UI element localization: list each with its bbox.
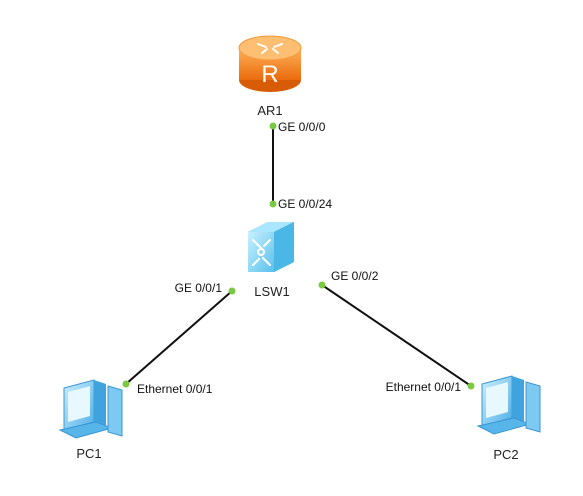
device-label-pc1: PC1 xyxy=(76,446,101,461)
port-label-lsw1-ge002: GE 0/0/2 xyxy=(331,269,379,283)
port-dot-lsw1-ge002[interactable] xyxy=(318,281,326,289)
port-dot-lsw1-ge0024[interactable] xyxy=(269,200,277,208)
port-label-pc1-eth: Ethernet 0/0/1 xyxy=(137,382,213,396)
pc-icon[interactable] xyxy=(476,375,541,435)
link-lsw1-pc1[interactable] xyxy=(125,290,233,385)
switch-icon[interactable] xyxy=(248,222,294,272)
port-dot-pc1-eth001[interactable] xyxy=(122,380,130,388)
port-dot-ar1-ge000[interactable] xyxy=(269,122,277,130)
port-label-ar1-from: GE 0/0/0 xyxy=(278,120,326,134)
device-label-ar1: AR1 xyxy=(257,103,282,118)
pc-icon[interactable] xyxy=(58,379,123,439)
device-label-pc2: PC2 xyxy=(493,447,518,462)
device-label-lsw1: LSW1 xyxy=(254,284,289,299)
svg-text:R: R xyxy=(261,61,278,88)
port-label-lsw1-ge001: GE 0/0/1 xyxy=(175,281,223,295)
port-dot-lsw1-ge001[interactable] xyxy=(228,287,236,295)
router-icon[interactable]: R xyxy=(238,35,302,92)
link-lsw1-pc2[interactable] xyxy=(321,284,472,387)
port-dot-pc2-eth001[interactable] xyxy=(467,382,475,390)
port-label-pc2-eth: Ethernet 0/0/1 xyxy=(386,380,462,394)
port-label-lsw1-uplink: GE 0/0/24 xyxy=(278,197,332,211)
